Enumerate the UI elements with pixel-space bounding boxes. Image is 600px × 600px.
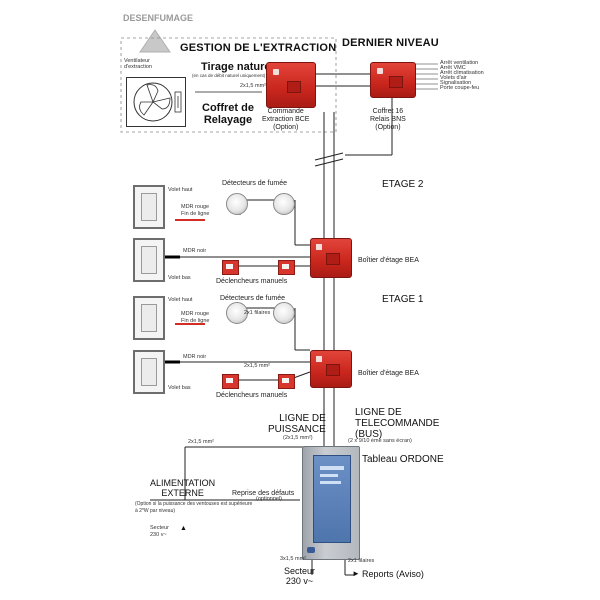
etage1-cable-2x1: 2x1 filaires <box>244 310 271 316</box>
ligne-telecommande-sub: (2 x 9/10 ème sans écran) <box>348 438 412 444</box>
etage1-mdr-noir: MDR noir <box>183 354 207 360</box>
fan-unit <box>126 77 186 127</box>
output-0: Arrêt ventilation <box>440 60 479 66</box>
tirage-naturel-sub: (en cas de débit naturel uniquement) <box>192 73 266 78</box>
arrow-up-icon <box>139 29 171 53</box>
etage2-detecteurs-label: Détecteurs de fumée <box>222 180 287 187</box>
coffret16-relais-box <box>370 62 416 98</box>
etage2-volet-haut <box>133 185 165 229</box>
fan-icon <box>133 82 182 122</box>
cable-report-label: 2x1 filaires <box>348 558 375 564</box>
etage1-volet-haut-label: Volet haut <box>168 297 193 303</box>
tableau-ordone-label: Tableau ORDONE <box>362 454 444 465</box>
manual-call-point-icon <box>278 374 295 389</box>
smoke-detector-icon <box>226 193 248 215</box>
reprise-defauts-sub: (optionnel) <box>256 496 282 502</box>
desenfumage-label: DESENFUMAGE <box>123 13 194 23</box>
etage2-volet-bas <box>133 238 165 282</box>
alimentation-externe-label: ALIMENTATION EXTERNE <box>150 478 216 498</box>
output-2: Arrêt climatisation <box>440 70 484 76</box>
arrow-right-icon: ► <box>352 569 360 578</box>
etage2-volet-bas-label: Volet bas <box>168 275 191 281</box>
etage2-declencheurs-label: Déclencheurs manuels <box>216 278 288 285</box>
etage1-cable-2x15: 2x1,5 mm² <box>244 363 270 369</box>
output-1: Arrêt VMC <box>440 65 466 71</box>
brand-logo <box>307 547 315 553</box>
etage1-declencheurs-label: Déclencheurs manuels <box>216 392 288 399</box>
etage2-volet-haut-label: Volet haut <box>168 187 193 193</box>
cable-3x15-label: 3x1,5 mm² <box>280 556 306 562</box>
ligne-puissance-label: LIGNE DE PUISSANCE <box>268 413 326 435</box>
reports-aviso-label: Reports (Aviso) <box>362 569 424 579</box>
ligne-telecommande-label: LIGNE DE TELECOMMANDE (BUS) <box>355 407 440 440</box>
reprise-defauts-label: Reprise des défauts <box>232 490 295 497</box>
smoke-detector-icon <box>226 302 248 324</box>
output-3: Volets d'air <box>440 75 467 81</box>
etage2-mdr-rouge: MDR rouge <box>181 204 210 210</box>
output-4: Signalisation <box>440 80 472 86</box>
ligne-puissance-sub: (2x1,5 mm²) <box>283 435 313 441</box>
etage1-detecteurs-label: Détecteurs de fumée <box>220 295 285 302</box>
secteur-ext-label: Secteur 230 v~ <box>150 525 169 538</box>
gestion-extraction-title: GESTION DE L'EXTRACTION <box>180 42 337 54</box>
etage1-volet-haut <box>133 296 165 340</box>
etage1-mdr-rouge: MDR rouge <box>181 311 210 317</box>
etage1-fin-ligne: Fin de ligne <box>181 318 210 324</box>
commande-extraction-box <box>266 62 316 108</box>
tirage-naturel-label: Tirage naturel <box>201 61 274 73</box>
output-5: Porte coupe-feu <box>440 85 480 91</box>
manual-call-point-icon <box>222 260 239 275</box>
etage2-boitier-box <box>310 238 352 278</box>
etage1-boitier-box <box>310 350 352 388</box>
etage1-volet-bas-label: Volet bas <box>168 385 191 391</box>
etage2-boitier-label: Boîtier d'étage BEA <box>358 257 419 264</box>
smoke-detector-icon <box>273 302 295 324</box>
commande-extraction-label: Commande Extraction BCE (Option) <box>262 108 310 131</box>
dernier-niveau-title: DERNIER NIVEAU <box>342 37 439 49</box>
manual-call-point-icon <box>278 260 295 275</box>
arrow-up-small-icon: ▲ <box>180 525 187 532</box>
secteur-label: Secteur 230 v~ <box>284 566 316 586</box>
etage2-mdr-noir: MDR noir <box>183 248 207 254</box>
cable-ext-label: 2x1,5 mm² <box>188 439 214 445</box>
coffret-relayage-label: Coffret de Relayage <box>202 102 254 126</box>
tableau-ordone-cabinet <box>302 446 360 560</box>
tableau-display <box>313 455 351 543</box>
cable-2x15-label: 2x1,5 mm² <box>240 83 266 89</box>
etage2-fin-ligne: Fin de ligne <box>181 211 210 217</box>
alimentation-sub: (Option si la puissance des ventouses es… <box>135 501 253 514</box>
etage1-title: ETAGE 1 <box>382 294 424 305</box>
etage1-volet-bas <box>133 350 165 394</box>
ventilateur-label: Ventilateur d'extraction <box>124 58 152 70</box>
manual-call-point-icon <box>222 374 239 389</box>
etage2-title: ETAGE 2 <box>382 179 424 190</box>
etage1-boitier-label: Boîtier d'étage BEA <box>358 370 419 377</box>
smoke-detector-icon <box>273 193 295 215</box>
coffret16-label: Coffret 16 Relais BNS (Option) <box>370 108 406 131</box>
